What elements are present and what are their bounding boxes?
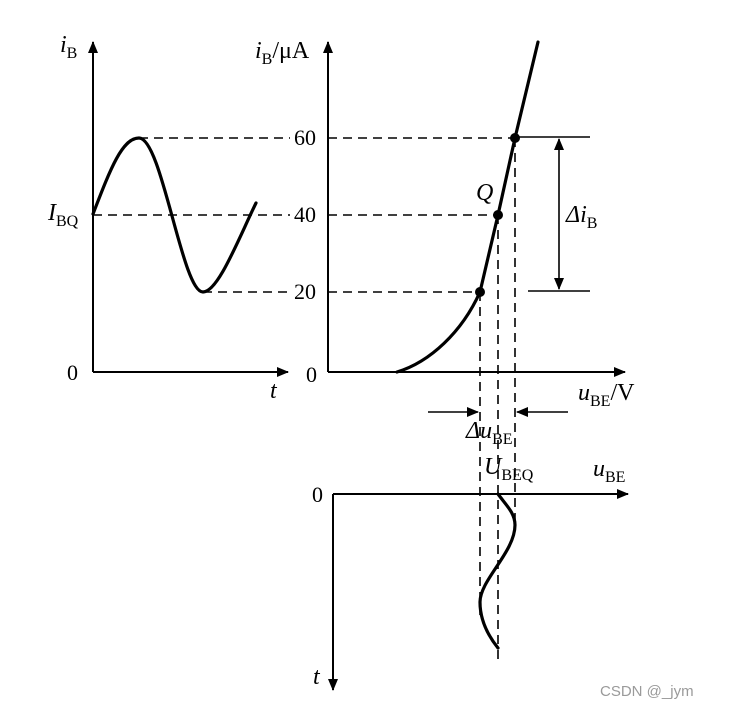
ube-axis-label: uBE/V	[578, 380, 635, 410]
operating-point-20	[475, 287, 485, 297]
ube-sine-wave	[478, 492, 517, 650]
tick-label-60: 60	[294, 125, 316, 150]
right-y-axis-label: iB/μA	[255, 38, 310, 68]
ib-sine-wave	[91, 136, 258, 294]
ibq-label: IBQ	[47, 200, 79, 230]
bottom-t-axis-label: t	[313, 664, 321, 690]
right-origin-label: 0	[306, 362, 317, 387]
operating-point-60	[510, 133, 520, 143]
left-t-axis-label: t	[270, 378, 278, 404]
watermark: CSDN @_jym	[600, 683, 694, 700]
q-point-label: Q	[476, 180, 493, 206]
ubeq-label: UBEQ	[484, 454, 534, 484]
delta-ube-label: ΔuBE	[465, 418, 513, 448]
operating-point-q	[493, 210, 503, 220]
tick-label-20: 20	[294, 279, 316, 304]
bottom-ube-axis-label: uBE	[593, 456, 625, 486]
input-characteristic-curve	[395, 40, 540, 374]
tick-label-40: 40	[294, 202, 316, 227]
bottom-origin-label: 0	[312, 482, 323, 507]
delta-ib-label: ΔiB	[565, 202, 597, 232]
left-origin-label: 0	[67, 360, 78, 385]
left-y-axis-label: iB	[60, 32, 77, 62]
